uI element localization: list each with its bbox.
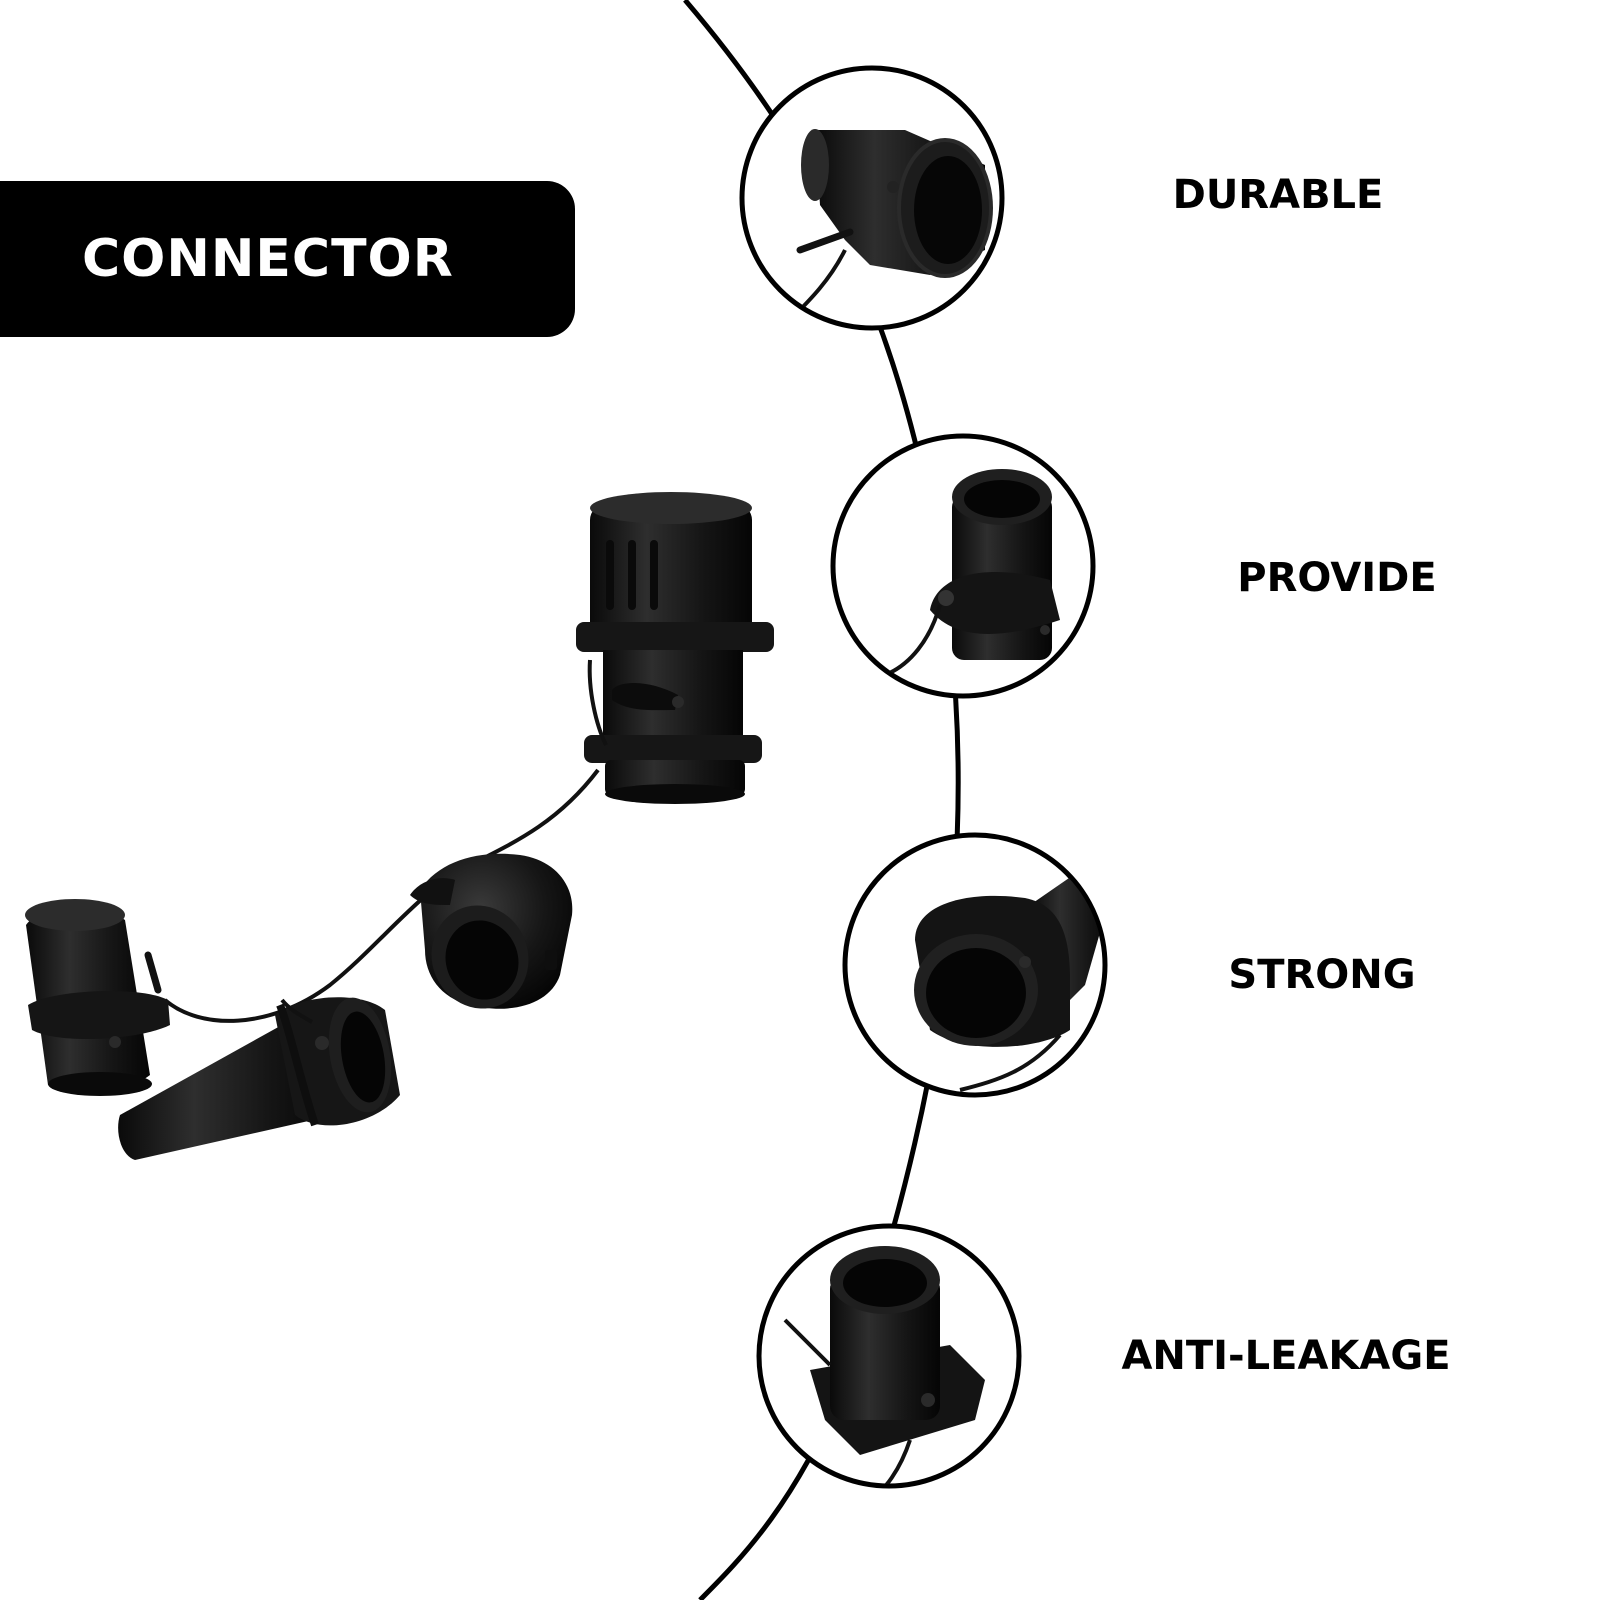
feature-label-strong: STRONG <box>1228 952 1416 998</box>
ring-adapter <box>410 853 573 1009</box>
tapered-nozzle <box>118 997 400 1160</box>
detail-circle-provide <box>830 433 1096 699</box>
feature-label-provide: PROVIDE <box>1237 555 1437 601</box>
large-valve-adapter <box>576 492 774 804</box>
detail-circle-anti-leakage <box>756 1223 1022 1489</box>
feature-label-durable: DURABLE <box>1172 172 1384 218</box>
feature-label-anti-leakage: ANTI-LEAKAGE <box>1121 1333 1451 1379</box>
tether-cord <box>163 768 600 1023</box>
detail-circle-durable <box>739 65 1005 331</box>
detail-circle-strong <box>842 832 1108 1098</box>
banner-title: CONNECTOR <box>82 229 454 289</box>
small-straight-adapter <box>25 899 170 1096</box>
title-banner: CONNECTOR <box>0 181 575 337</box>
